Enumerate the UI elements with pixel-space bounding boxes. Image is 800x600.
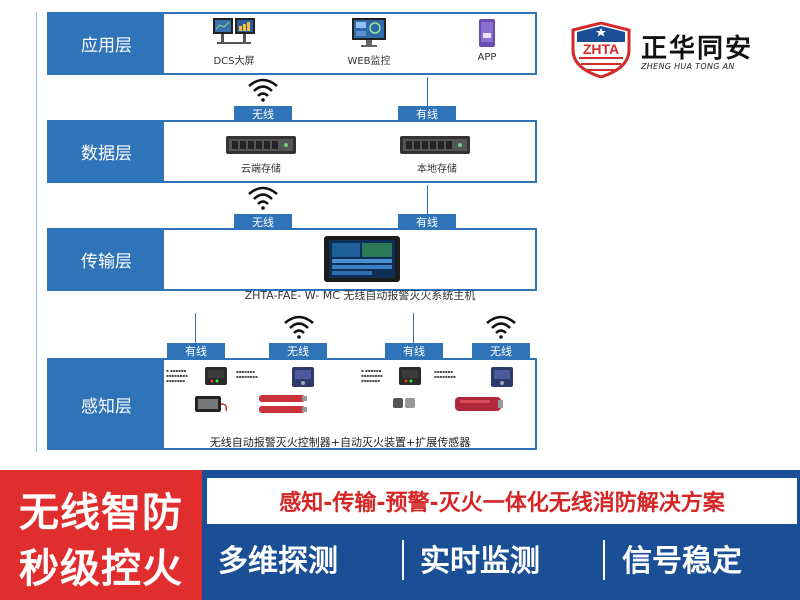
- zhta-shield-logo: ZHTA: [571, 22, 631, 78]
- app-label: APP: [477, 52, 497, 63]
- feature-separator: [603, 540, 605, 580]
- wired-tag: 有线: [167, 343, 225, 358]
- wifi-icon: [248, 78, 278, 102]
- wired-tag: 有线: [385, 343, 443, 358]
- local-storage-label: 本地存储: [417, 164, 457, 175]
- controller-icon: [491, 367, 513, 387]
- controller-icon: [399, 367, 421, 385]
- feature-2: 实时监测: [420, 544, 540, 579]
- wired-line: [413, 313, 414, 343]
- sensor-icon: [393, 398, 415, 408]
- server-icon: [400, 136, 470, 154]
- device-note: ▪▪▪▪▪▪▪▪▪▪▪▪▪▪▪: [236, 369, 258, 379]
- server-icon: [226, 136, 296, 154]
- device-note: ▪ ▪▪▪▪▪▪▪▪▪▪▪▪▪▪▪▪▪▪▪▪▪: [166, 368, 188, 383]
- wired-line: [195, 313, 196, 343]
- layer-label-perception: 感知层: [49, 360, 164, 448]
- host-label: ZHTA-FAE- W- MC 无线自动报警灭火系统主机: [244, 289, 476, 302]
- brand-name: 正华同安: [641, 34, 754, 64]
- wifi-icon: [486, 315, 516, 339]
- wifi-icon: [284, 315, 314, 339]
- device-note: ▪▪▪▪▪▪▪▪▪▪▪▪▪▪▪: [434, 369, 456, 379]
- application-layer: 应用层: [47, 12, 537, 75]
- host-screen-icon: [324, 236, 400, 282]
- layer-label-transmission: 传输层: [49, 230, 164, 289]
- app-icon: [479, 19, 495, 47]
- wireless-tag: 无线: [234, 106, 292, 121]
- layer-label-application: 应用层: [49, 14, 164, 73]
- feature-1: 多维探测: [218, 544, 338, 579]
- extinguisher-icon: [259, 395, 307, 413]
- controller-icon: [292, 367, 314, 387]
- wired-tag: 有线: [398, 106, 456, 121]
- wired-line: [427, 77, 428, 106]
- feature-3: 信号稳定: [622, 544, 742, 579]
- logo-text: ZHTA: [583, 41, 619, 57]
- slogan-line-2: 秒级控火: [19, 546, 183, 592]
- web-label: WEB监控: [347, 56, 391, 67]
- perception-caption: 无线自动报警灭火控制器+自动灭火装置+扩展传感器: [209, 436, 471, 449]
- slogan-line-1: 无线智防: [19, 490, 183, 536]
- wifi-icon: [248, 186, 278, 210]
- main-connector-line: [36, 12, 37, 452]
- sensor-icon: [195, 396, 228, 412]
- device-note: ▪ ▪▪▪▪▪▪▪▪▪▪▪▪▪▪▪▪▪▪▪▪▪: [361, 368, 383, 383]
- tagline-box: 感知-传输-预警-灭火一体化无线消防解决方案: [207, 478, 797, 524]
- transmission-layer: 传输层: [47, 228, 537, 291]
- cloud-storage-label: 云端存储: [241, 164, 281, 175]
- layer-label-data: 数据层: [49, 122, 164, 181]
- brand-sub: ZHENG HUA TONG AN: [641, 62, 735, 71]
- wired-tag: 有线: [398, 214, 456, 229]
- web-monitor-icon: [352, 18, 386, 47]
- tagline-text: 感知-传输-预警-灭火一体化无线消防解决方案: [279, 491, 725, 516]
- feature-separator: [402, 540, 404, 580]
- wired-line: [427, 185, 428, 214]
- wireless-tag: 无线: [234, 214, 292, 229]
- controller-icon: [205, 367, 227, 385]
- extinguisher-icon: [455, 397, 503, 411]
- wireless-tag: 无线: [472, 343, 530, 358]
- slogan-box: 无线智防 秒级控火: [0, 470, 202, 600]
- dcs-label: DCS大屏: [213, 56, 255, 67]
- wireless-tag: 无线: [269, 343, 327, 358]
- monitor-icon: [213, 18, 255, 44]
